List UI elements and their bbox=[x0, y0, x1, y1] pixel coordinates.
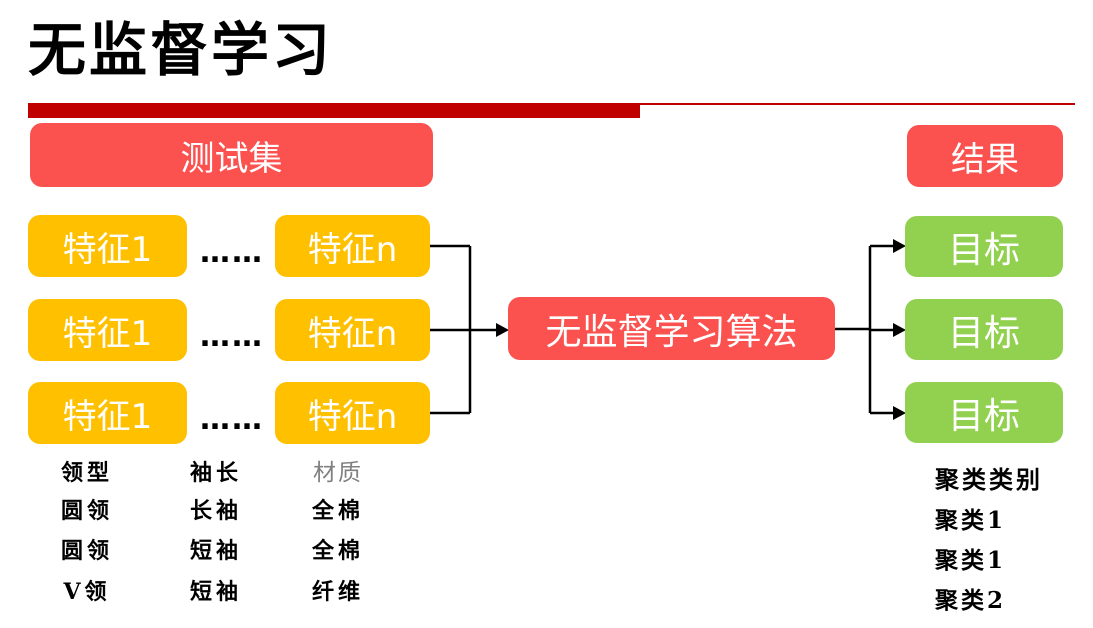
feature-n-box: 特征n bbox=[275, 215, 430, 277]
title-underline-thick bbox=[28, 105, 640, 118]
ellipsis-dots: …… bbox=[200, 402, 264, 437]
title-underline-thin bbox=[28, 103, 1075, 105]
cluster-list-item: 聚类2 bbox=[935, 587, 1007, 614]
table-cell: 全棉 bbox=[311, 538, 364, 564]
test-set-banner: 测试集 bbox=[30, 123, 433, 187]
table-cell: 全棉 bbox=[311, 498, 364, 524]
table-cell: 纤维 bbox=[311, 579, 364, 605]
table-cell: 圆领 bbox=[60, 498, 113, 524]
cluster-list-item: 聚类1 bbox=[935, 547, 1007, 574]
table-cell: 短袖 bbox=[189, 538, 242, 564]
cluster-list-item: 聚类1 bbox=[935, 507, 1007, 534]
feature-1-box: 特征1 bbox=[28, 299, 187, 361]
ellipsis-dots: …… bbox=[200, 235, 264, 270]
target-box: 目标 bbox=[905, 382, 1063, 443]
table-cell: 长袖 bbox=[189, 498, 242, 524]
algorithm-box: 无监督学习算法 bbox=[508, 297, 835, 360]
table-cell: V领 bbox=[63, 579, 111, 605]
table-header-material: 材质 bbox=[313, 460, 363, 486]
table-cell: 圆领 bbox=[60, 538, 113, 564]
target-box: 目标 bbox=[905, 216, 1063, 277]
table-cell: 短袖 bbox=[189, 579, 242, 605]
cluster-list-header: 聚类类别 bbox=[935, 465, 1043, 494]
target-box: 目标 bbox=[905, 299, 1063, 360]
result-banner: 结果 bbox=[907, 125, 1063, 187]
feature-n-box: 特征n bbox=[275, 382, 430, 444]
table-header-sleeve: 袖长 bbox=[189, 460, 242, 486]
ellipsis-dots: …… bbox=[200, 319, 264, 354]
page-title: 无监督学习 bbox=[28, 16, 334, 84]
feature-1-box: 特征1 bbox=[28, 382, 187, 444]
table-header-collar: 领型 bbox=[60, 460, 113, 486]
feature-1-box: 特征1 bbox=[28, 215, 187, 277]
feature-n-box: 特征n bbox=[275, 299, 430, 361]
